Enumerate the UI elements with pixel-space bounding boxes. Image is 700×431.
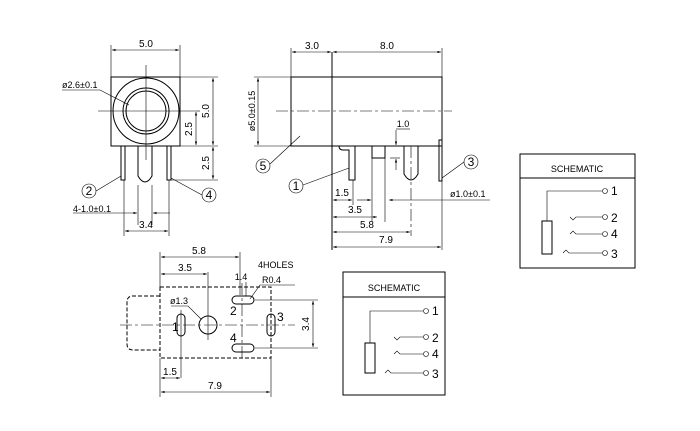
schematic-pin-3: 3 [611, 247, 618, 261]
hole-label-1: 1 [172, 320, 179, 334]
bottom-dim-5-8: 5.8 [192, 246, 206, 257]
hole-label-4: 4 [230, 331, 237, 345]
front-center-dim: 2.5 [184, 122, 195, 136]
radius-note: R0.4 [262, 275, 281, 285]
front-view: 5.0 5.0 2.5 2.5 ø2.6±0.1 4-1.0±0.1 3.4 2… [62, 39, 218, 236]
bottom-hole-dia: ø1.3 [170, 296, 188, 306]
schematic-pin-1: 1 [611, 184, 618, 198]
part-label-3: 3 [468, 155, 475, 169]
bottom-dim-1-5: 1.5 [163, 367, 177, 378]
side-view: 3.0 8.0 ø5.0±0.15 1.0 1.5 3.5 5.8 7.9 ø1… [247, 41, 490, 250]
part-label-1: 1 [293, 179, 300, 193]
side-pin-width: 1.0 [397, 119, 410, 129]
side-dim-3-5: 3.5 [348, 205, 362, 216]
bottom-vert-dim: 3.4 [301, 317, 312, 331]
schematic-box-2: SCHEMATIC 1 2 4 3 [342, 271, 446, 396]
side-dia-dim: ø5.0±0.15 [247, 91, 257, 131]
front-hole-dia: ø2.6±0.1 [62, 80, 97, 90]
hole-label-2: 2 [230, 304, 237, 318]
schematic-pin-1: 1 [432, 304, 439, 318]
front-width-dim: 5.0 [139, 39, 153, 50]
side-body-dim: 8.0 [380, 41, 394, 52]
schematic-pin-4: 4 [611, 227, 618, 241]
hole-label-3: 3 [277, 310, 284, 324]
schematic-pin-2: 2 [432, 331, 439, 345]
schematic-title: SCHEMATIC [368, 283, 421, 293]
bottom-view: 5.8 3.5 1.4 4HOLES R0.4 ø1.3 3.4 1.5 7.9… [120, 246, 318, 397]
side-dim-7-9: 7.9 [379, 235, 393, 246]
schematic-pin-4: 4 [432, 347, 439, 361]
front-height-dim: 5.0 [201, 104, 212, 118]
part-label-5: 5 [260, 159, 267, 173]
side-front-dim: 3.0 [305, 41, 319, 52]
side-dim-5-8: 5.8 [360, 220, 374, 231]
side-dim-1-5: 1.5 [335, 188, 349, 199]
front-pin-spacing: 3.4 [139, 220, 153, 231]
pin-label-2: 2 [86, 184, 93, 198]
front-pin-dim: 2.5 [201, 156, 212, 170]
schematic-pin-3: 3 [432, 367, 439, 381]
side-pin-dia: ø1.0±0.1 [450, 189, 485, 199]
bottom-dim-1-4: 1.4 [235, 272, 248, 282]
pin-label-4: 4 [206, 188, 213, 202]
bottom-dim-7-9: 7.9 [208, 381, 222, 392]
schematic-box-1: SCHEMATIC 1 2 4 3 [519, 153, 636, 269]
bottom-dim-3-5: 3.5 [178, 263, 192, 274]
schematic-pin-2: 2 [611, 211, 618, 225]
front-pin-dia: 4-1.0±0.1 [73, 204, 111, 214]
schematic-title: SCHEMATIC [551, 164, 604, 174]
holes-note: 4HOLES [258, 260, 294, 270]
